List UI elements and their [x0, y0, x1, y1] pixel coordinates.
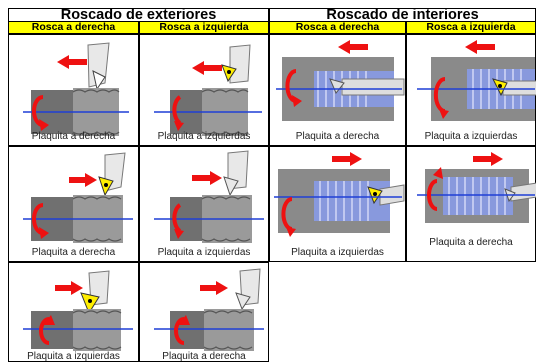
external-left-hand-diagram [154, 268, 264, 351]
cell-caption: Plaquita a izquierdas [157, 247, 251, 258]
rotation-arrow-icon [32, 95, 44, 127]
internal-left-hand-diagram [417, 40, 536, 121]
cell-ext-right-2: Plaquita a derecha [8, 146, 139, 262]
cell-int-left-2: Plaquita a derecha [406, 146, 536, 262]
cell-caption: Plaquita a izquierdas [27, 351, 120, 362]
rotation-arrow-icon [172, 95, 182, 125]
rotation-arrow-icon [427, 179, 438, 211]
subheader-internal-left: Rosca a izquierda [406, 21, 536, 34]
cell-ext-left-3: Plaquita a derecha [139, 262, 269, 362]
insert-icon [329, 78, 345, 94]
cell-int-left-1: Plaquita a izquierdas [406, 34, 536, 146]
workpiece-icon [31, 311, 73, 349]
cell-caption: Plaquita a izquierdas [424, 131, 518, 142]
subheader-external-left: Rosca a izquierda [139, 21, 269, 34]
cell-caption: Plaquita a izquierdas [291, 247, 384, 258]
tool-holder-icon [229, 44, 251, 84]
cell-caption: Plaquita a izquierdas [157, 131, 251, 142]
group-header-external: Roscado de exteriores [8, 8, 269, 22]
insert-icon [223, 176, 239, 197]
cell-caption: Plaquita a derecha [295, 131, 380, 142]
internal-right-hand-insert-diagram [417, 152, 536, 223]
cell-ext-left-1: Plaquita a izquierdas [139, 34, 269, 146]
rotation-arrow-icon [32, 203, 44, 235]
arrow-icon [332, 152, 362, 166]
tool-holder-icon [379, 184, 405, 206]
arrow-icon [192, 171, 222, 185]
arrow-icon [192, 61, 222, 75]
insert-icon [235, 292, 251, 311]
internal-left-hand-insert-diagram [274, 152, 405, 237]
internal-right-hand-diagram [276, 40, 405, 121]
cell-caption: Plaquita a derecha [31, 131, 116, 142]
rotation-arrow-icon [39, 317, 50, 345]
external-right-hand-diagram [23, 152, 133, 243]
external-left-hand-diagram [154, 44, 262, 136]
cell-caption: Plaquita a derecha [162, 351, 246, 362]
cell-ext-right-3: Plaquita a izquierdas [8, 262, 139, 362]
external-right-hand-diagram [23, 42, 129, 136]
cell-int-right-1: Plaquita a derecha [269, 34, 406, 146]
subheader-external-right: Rosca a derecha [8, 21, 139, 34]
arrow-icon [473, 152, 503, 166]
subheader-internal-right: Rosca a derecha [269, 21, 406, 34]
group-header-internal: Roscado de interiores [269, 8, 536, 22]
rotation-arrow-icon [174, 317, 185, 345]
tool-holder-icon [502, 80, 536, 96]
cell-caption: Plaquita a derecha [429, 237, 513, 248]
arrow-icon [465, 40, 495, 54]
arrow-icon [338, 40, 368, 54]
cell-ext-left-2: Plaquita a izquierdas [139, 146, 269, 262]
cell-int-right-2: Plaquita a izquierdas [269, 146, 406, 262]
cell-caption: Plaquita a derecha [31, 247, 116, 258]
external-left-hand-diagram [154, 150, 264, 243]
cell-ext-right-1: Plaquita a derecha [8, 34, 139, 146]
rotation-arrow-icon [285, 69, 297, 103]
arrow-icon [200, 281, 228, 295]
arrow-icon [69, 173, 97, 187]
rotation-arrow-icon [172, 203, 182, 233]
arrow-icon [57, 55, 87, 69]
external-right-hand-diagram [23, 270, 133, 351]
insert-icon [92, 70, 106, 91]
tool-holder-icon [341, 78, 405, 96]
arrow-icon [55, 281, 83, 295]
